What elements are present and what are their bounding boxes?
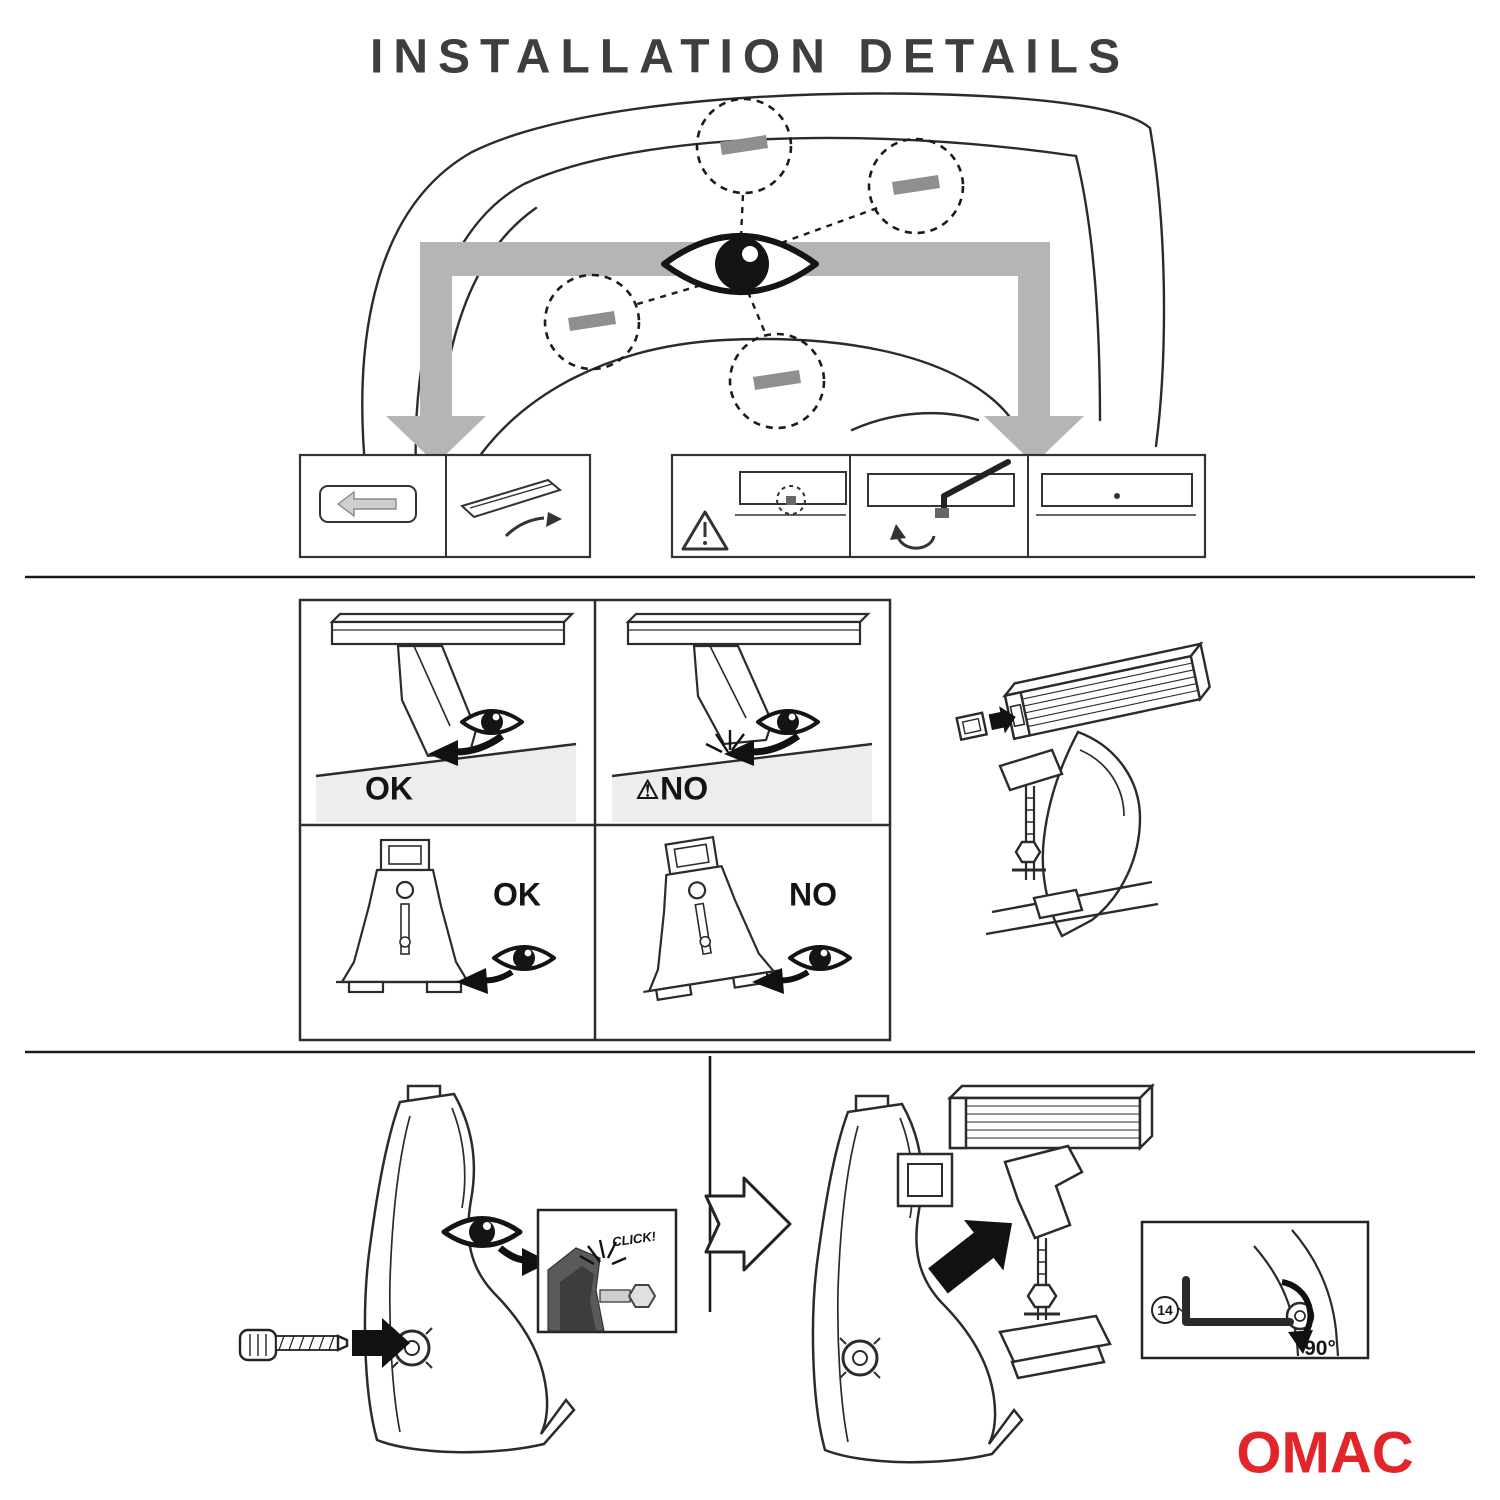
bolt-tightening-detail-box [670, 453, 1207, 559]
bracket-no-text: NO [660, 770, 709, 807]
clamp-assembly-art [955, 641, 1211, 938]
warning-icon: ⚠ [635, 774, 660, 804]
eye-icon [661, 233, 819, 295]
foot-no-label: NO [789, 876, 837, 913]
next-step-arrow [704, 1176, 792, 1272]
bracket-ok-art [315, 612, 577, 822]
page-title: INSTALLATION DETAILS [370, 30, 1130, 84]
foot-ok-label: OK [493, 876, 541, 913]
bracket-no-label: ⚠NO [636, 771, 708, 808]
assembled-foot-art [811, 1094, 1024, 1464]
assembled-crossbar-art [896, 1082, 1156, 1380]
foot-ok-art [336, 838, 474, 994]
hex-key-size-callout: 14 [1151, 1296, 1179, 1324]
mounting-slots [568, 135, 940, 390]
foot-no-eye [752, 945, 852, 994]
foot-ok-eye [456, 945, 556, 994]
view-direction-arrows [386, 242, 1084, 464]
hex-key-detail-art [1140, 1220, 1370, 1360]
cover-slider-detail-box [298, 453, 592, 559]
foot-side-art [363, 1084, 576, 1454]
bracket-ok-label: OK [365, 770, 413, 807]
angle-label: 90° [1304, 1337, 1336, 1360]
click-check-eye [441, 1216, 550, 1276]
section-dividers [25, 575, 1475, 1312]
bracket-no-art [611, 612, 873, 822]
mounting-point-circles [543, 97, 965, 430]
lock-screw-art [238, 1318, 410, 1368]
brand-logo: OMAC [1236, 1420, 1414, 1486]
click-detail-box-art [536, 1208, 678, 1334]
